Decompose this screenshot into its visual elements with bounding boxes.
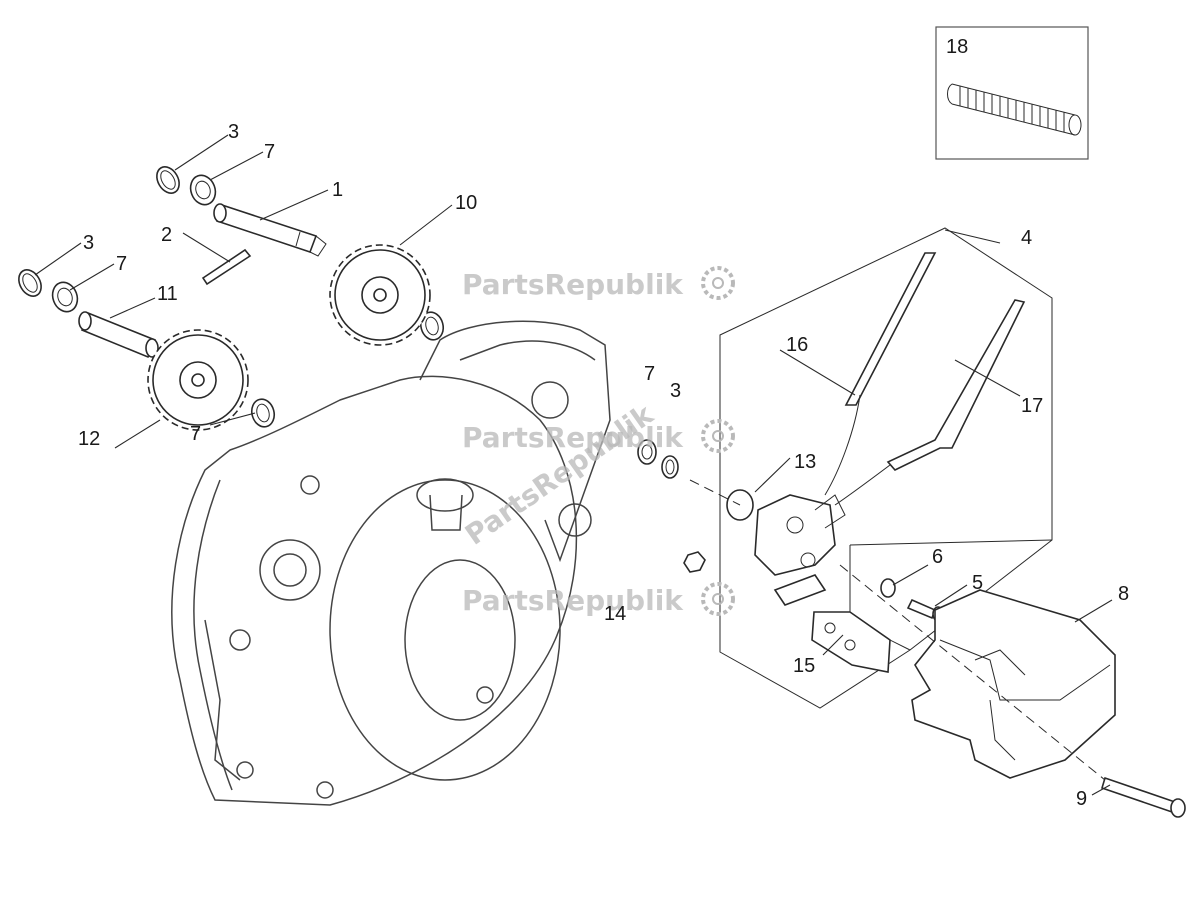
pin-2 — [201, 248, 252, 286]
gear-12 — [147, 329, 249, 431]
svg-text:PartsRepublik: PartsRepublik — [462, 584, 684, 617]
callout-10: 10 — [455, 192, 477, 214]
svg-text:PartsRepublik: PartsRepublik — [462, 268, 684, 301]
watermark-middle: PartsRepublik — [462, 419, 735, 454]
callout-2: 2 — [161, 224, 172, 246]
callout-17: 17 — [1021, 395, 1043, 417]
shaft-1 — [213, 203, 327, 257]
gear-icon — [701, 582, 735, 616]
washer-6 — [880, 578, 896, 598]
hose-17 — [834, 299, 1026, 506]
callout-13: 13 — [794, 451, 816, 473]
watermark-bottom: PartsRepublik — [462, 582, 735, 617]
part-18-inset — [935, 26, 1089, 160]
callout-3-left: 3 — [83, 232, 94, 254]
callout-7-bottom: 7 — [190, 423, 201, 445]
callout-7-mid: 7 — [644, 363, 655, 385]
circlip-3-top — [156, 166, 180, 194]
crankcase-cover — [171, 320, 611, 806]
callout-12: 12 — [78, 428, 100, 450]
screw-9 — [1101, 776, 1186, 818]
callout-4: 4 — [1021, 227, 1032, 249]
cover-8 — [911, 589, 1116, 779]
spring-icon — [947, 83, 1082, 136]
washer-7-right — [419, 311, 445, 341]
washer-7-bottom — [250, 398, 276, 428]
gear-icon — [701, 266, 735, 300]
callout-8: 8 — [1118, 583, 1129, 605]
washer-7-left — [51, 281, 79, 313]
callout-6: 6 — [932, 546, 943, 568]
washer-7-top — [189, 174, 217, 206]
hose-16 — [824, 252, 937, 496]
callouts: 18 3 7 1 10 2 4 3 7 11 16 7 3 17 7 12 13… — [78, 36, 1129, 810]
oil-pump-13 — [726, 489, 846, 606]
callout-5: 5 — [972, 572, 983, 594]
callout-3-top: 3 — [228, 121, 239, 143]
callout-1: 1 — [332, 179, 343, 201]
callout-7-left: 7 — [116, 253, 127, 275]
assembly-axis — [689, 479, 1106, 781]
watermark-top: PartsRepublik — [462, 266, 735, 301]
shaft-11 — [78, 311, 159, 359]
circlip-3-mid — [661, 455, 679, 479]
gear-icon — [701, 419, 735, 453]
washer-7-mid — [637, 439, 657, 465]
callout-18: 18 — [946, 36, 968, 58]
callout-14: 14 — [604, 603, 626, 625]
leader-lines — [34, 134, 1113, 796]
circlip-3-left — [18, 269, 42, 297]
gasket-15 — [811, 611, 891, 673]
callout-9: 9 — [1076, 788, 1087, 810]
svg-text:PartsRepublik: PartsRepublik — [462, 421, 684, 454]
callout-7-top: 7 — [264, 141, 275, 163]
callout-16: 16 — [786, 334, 808, 356]
callout-11: 11 — [157, 283, 178, 305]
gear-10 — [329, 244, 431, 346]
callout-3-mid: 3 — [670, 380, 681, 402]
callout-15: 15 — [793, 655, 815, 677]
nut-14 — [683, 551, 706, 573]
